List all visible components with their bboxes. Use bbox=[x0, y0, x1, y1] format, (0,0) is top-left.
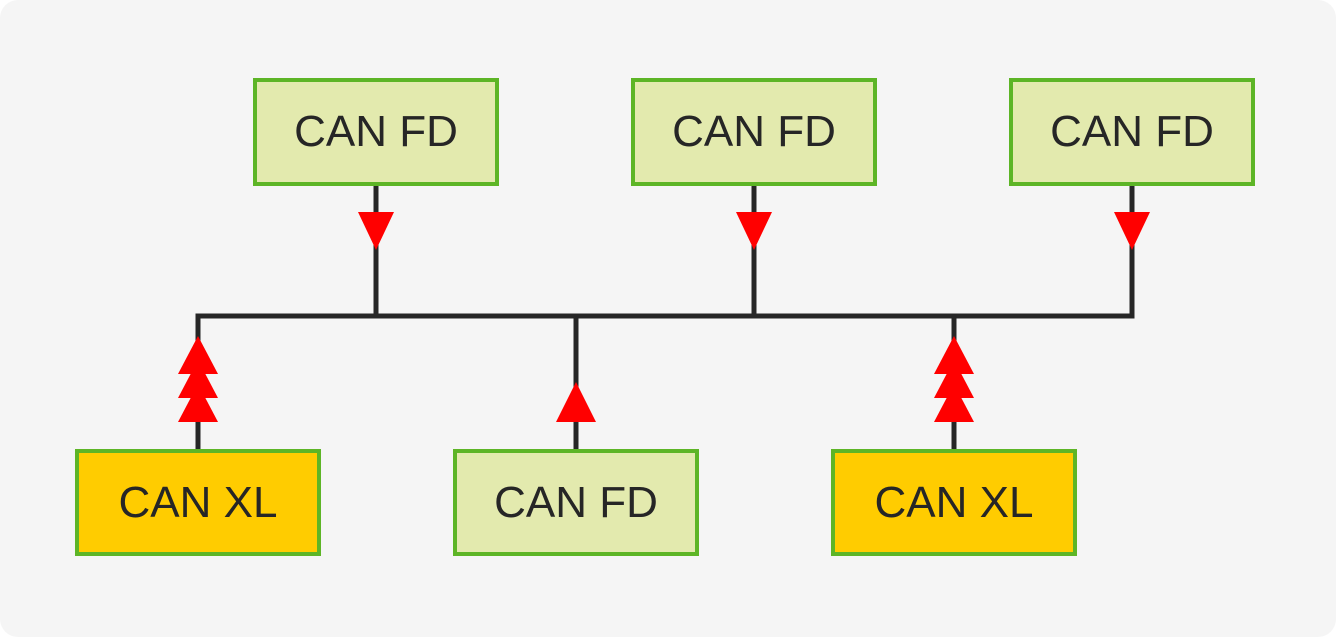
node-can-fd-bottom-center: CAN FD bbox=[453, 449, 699, 556]
node-label: CAN FD bbox=[672, 107, 836, 156]
arrow-up-bottom-center bbox=[556, 382, 596, 422]
arrow-down-top-right bbox=[1114, 212, 1150, 250]
node-can-xl-bottom-left: CAN XL bbox=[75, 449, 321, 556]
node-label: CAN XL bbox=[874, 477, 1034, 527]
node-label: CAN XL bbox=[118, 477, 278, 527]
arrow-up-bottom-right-1 bbox=[934, 336, 974, 374]
bus-line-main bbox=[195, 184, 1135, 450]
node-can-fd-top-right: CAN FD bbox=[1009, 78, 1255, 186]
node-label: CAN FD bbox=[294, 107, 458, 156]
arrow-up-bottom-left-2 bbox=[178, 360, 218, 398]
arrow-up-bottom-right-3 bbox=[934, 384, 974, 422]
node-label: CAN FD bbox=[1050, 107, 1214, 156]
node-can-fd-top-left: CAN FD bbox=[253, 78, 499, 186]
arrow-down-top-left bbox=[358, 212, 394, 250]
arrow-up-bottom-left-3 bbox=[178, 384, 218, 422]
arrow-down-top-center bbox=[736, 212, 772, 250]
arrow-up-bottom-right-2 bbox=[934, 360, 974, 398]
arrows bbox=[178, 212, 1150, 422]
node-can-fd-top-center: CAN FD bbox=[631, 78, 877, 186]
node-can-xl-bottom-right: CAN XL bbox=[831, 449, 1077, 556]
node-label: CAN FD bbox=[494, 477, 658, 527]
bus-lines bbox=[195, 184, 1135, 450]
arrow-up-bottom-left-1 bbox=[178, 336, 218, 374]
